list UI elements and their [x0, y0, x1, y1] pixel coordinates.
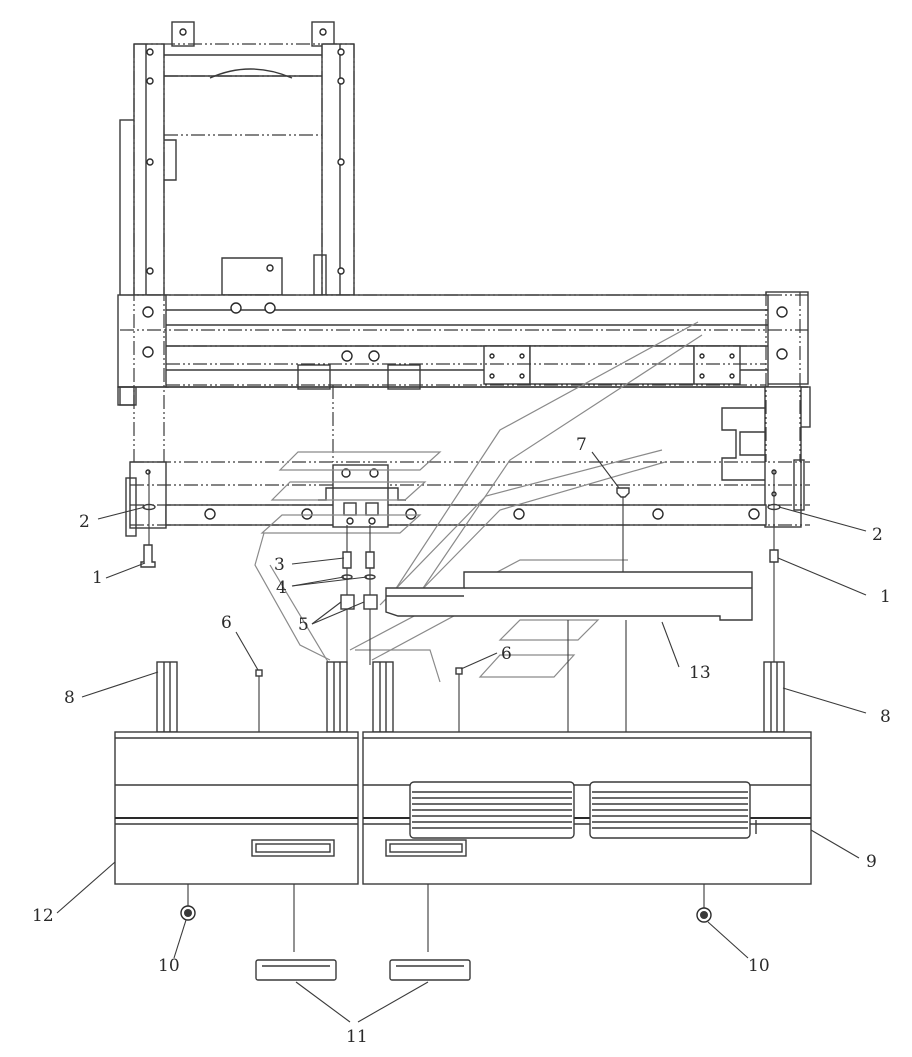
- vent-left: [409, 781, 575, 839]
- main-cross-beam: [117, 291, 809, 390]
- handles-11: [255, 959, 471, 981]
- callout-9: 9: [866, 852, 877, 872]
- callout-5: 5: [298, 615, 309, 635]
- callout-2-left: 2: [79, 512, 90, 532]
- callout-8-left: 8: [64, 688, 75, 708]
- callout-1-left: 1: [92, 568, 103, 588]
- callout-7: 7: [576, 435, 587, 455]
- assembly-axis-lines: [148, 470, 775, 952]
- bottom-rail: [125, 461, 777, 537]
- callout-13: 13: [689, 663, 711, 683]
- callout-6-left: 6: [221, 613, 232, 633]
- callout-10-right: 10: [748, 956, 770, 976]
- callout-1-right: 1: [880, 587, 891, 607]
- callout-12: 12: [32, 906, 54, 926]
- callout-10-left: 10: [158, 956, 180, 976]
- callout-labels: 1 1 2 2 3 4 5 6 6 7 8 8 9 10 10 11 12 13: [32, 435, 891, 1047]
- enclosure-12-left: [114, 731, 359, 885]
- frame-assembly: [117, 21, 811, 537]
- lower-side-members: [117, 386, 811, 528]
- callout-2-right: 2: [872, 525, 883, 545]
- studs-8: [156, 661, 785, 733]
- gusset-plate: [221, 257, 283, 296]
- callout-8-right: 8: [880, 707, 891, 727]
- vent-right: [589, 781, 751, 839]
- part-13-cover: [385, 571, 753, 621]
- phantom-lines: [120, 43, 810, 526]
- callout-11: 11: [346, 1027, 368, 1047]
- callout-3: 3: [274, 555, 285, 575]
- enclosure-9-right: [362, 731, 812, 885]
- leader-lines: [56, 451, 867, 1023]
- feet-10: [180, 905, 712, 923]
- top-tabs: [171, 21, 335, 47]
- center-hinge-plate: [318, 464, 406, 528]
- callout-6-right: 6: [501, 644, 512, 664]
- callout-4: 4: [276, 578, 287, 598]
- vertical-uprights: [119, 43, 355, 406]
